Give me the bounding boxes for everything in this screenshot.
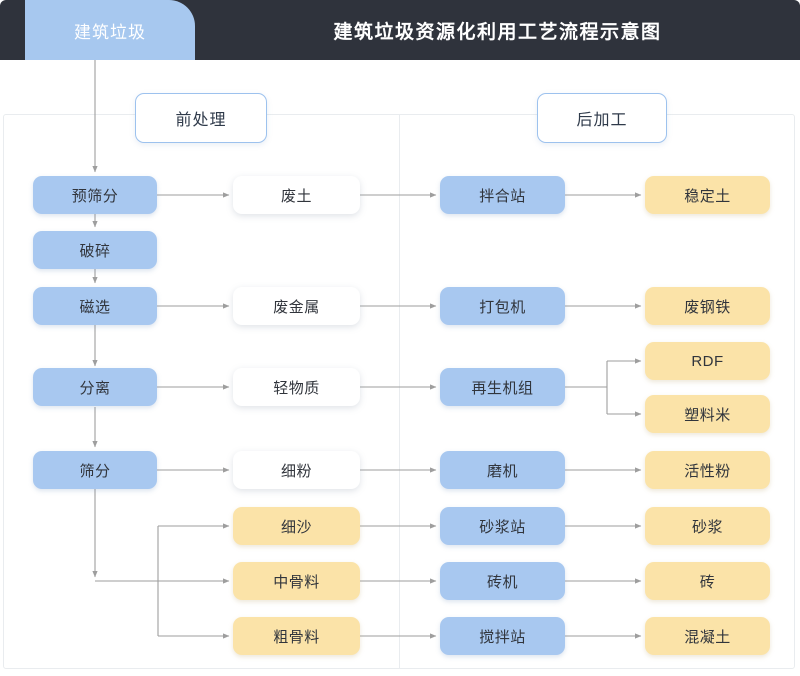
- node-mortar[interactable]: 砂浆: [645, 507, 770, 545]
- node-concrete[interactable]: 混凝土: [645, 617, 770, 655]
- node-mortar-station[interactable]: 砂浆站: [440, 507, 565, 545]
- node-mill[interactable]: 磨机: [440, 451, 565, 489]
- node-label: 轻物质: [273, 379, 320, 397]
- section-header-postprocess: 后加工: [537, 93, 667, 143]
- node-label: 混凝土: [684, 628, 731, 646]
- node-label: 拌合站: [479, 187, 526, 205]
- node-coarse-aggregate[interactable]: 粗骨料: [233, 617, 360, 655]
- node-label: 预筛分: [71, 187, 119, 205]
- node-medium-aggregate[interactable]: 中骨料: [233, 562, 360, 600]
- node-separation[interactable]: 分离: [33, 368, 157, 406]
- page-title: 建筑垃圾资源化利用工艺流程示意图: [333, 21, 662, 43]
- node-magnetic-separation[interactable]: 磁选: [33, 287, 157, 325]
- node-label: 分离: [79, 379, 111, 397]
- node-waste-metal[interactable]: 废金属: [233, 287, 360, 325]
- node-label: 再生机组: [471, 379, 534, 397]
- node-active-powder[interactable]: 活性粉: [645, 451, 770, 489]
- node-crush[interactable]: 破碎: [33, 231, 157, 269]
- node-label: 细沙: [280, 518, 312, 536]
- node-mixing-station[interactable]: 拌合站: [440, 176, 565, 214]
- node-label: 废金属: [273, 298, 320, 316]
- node-label: 打包机: [479, 298, 526, 316]
- node-label: 中骨料: [273, 573, 320, 591]
- node-plastic-pellet[interactable]: 塑料米: [645, 395, 770, 433]
- header-tab-label: 建筑垃圾: [74, 22, 146, 42]
- node-brick[interactable]: 砖: [645, 562, 770, 600]
- section-label-pretreatment: 前处理: [175, 112, 227, 129]
- header-title-area: 建筑垃圾资源化利用工艺流程示意图: [195, 0, 800, 60]
- node-label: 活性粉: [684, 462, 731, 480]
- node-concrete-station[interactable]: 搅拌站: [440, 617, 565, 655]
- section-header-pretreatment: 前处理: [135, 93, 267, 143]
- node-rdf[interactable]: RDF: [645, 342, 770, 380]
- node-label: 砂浆站: [479, 518, 526, 536]
- node-brick-machine[interactable]: 砖机: [440, 562, 565, 600]
- node-prescreen[interactable]: 预筛分: [33, 176, 157, 214]
- node-screening[interactable]: 筛分: [33, 451, 157, 489]
- node-baler[interactable]: 打包机: [440, 287, 565, 325]
- section-label-postprocess: 后加工: [576, 112, 628, 129]
- node-label: 磨机: [486, 462, 518, 480]
- node-label: RDF: [691, 352, 724, 370]
- node-label: 砂浆: [691, 518, 723, 536]
- node-label: 砖: [699, 573, 716, 591]
- node-recycling-unit[interactable]: 再生机组: [440, 368, 565, 406]
- header-source-tab: 建筑垃圾: [25, 0, 195, 60]
- node-stabilized-soil[interactable]: 稳定土: [645, 176, 770, 214]
- node-fine-sand[interactable]: 细沙: [233, 507, 360, 545]
- node-label: 搅拌站: [479, 628, 526, 646]
- node-label: 磁选: [79, 298, 111, 316]
- node-label: 细粉: [280, 462, 312, 480]
- node-light-material[interactable]: 轻物质: [233, 368, 360, 406]
- node-label: 粗骨料: [273, 628, 320, 646]
- node-waste-soil[interactable]: 废土: [233, 176, 360, 214]
- node-label: 废钢铁: [684, 298, 731, 316]
- node-label: 塑料米: [684, 406, 731, 424]
- node-label: 破碎: [79, 242, 111, 260]
- node-label: 筛分: [79, 462, 111, 480]
- node-label: 稳定土: [684, 187, 731, 205]
- node-label: 废土: [280, 187, 312, 205]
- header-bar: 建筑垃圾 建筑垃圾资源化利用工艺流程示意图: [0, 0, 800, 60]
- section-divider: [399, 114, 400, 669]
- node-label: 砖机: [486, 573, 518, 591]
- node-scrap-steel[interactable]: 废钢铁: [645, 287, 770, 325]
- node-fine-powder[interactable]: 细粉: [233, 451, 360, 489]
